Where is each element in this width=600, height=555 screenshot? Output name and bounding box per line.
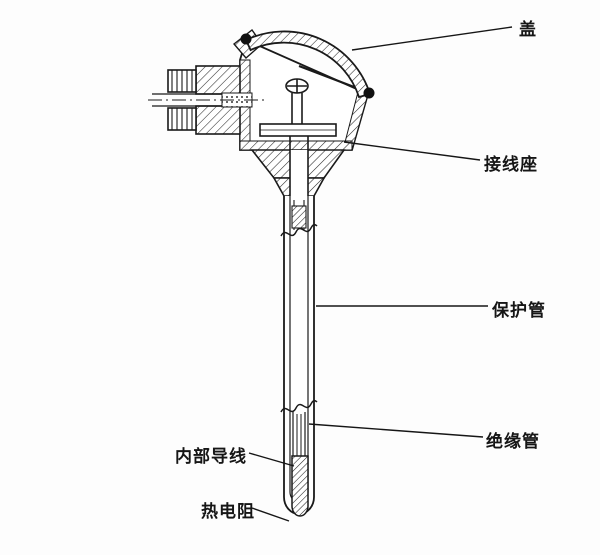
leader-lines (248, 26, 513, 522)
leader-internal-leads (248, 452, 295, 467)
cap-pivot-right (363, 87, 375, 99)
label-protection-tube: 保护管 (492, 301, 546, 320)
thread-teeth (171, 70, 193, 130)
lead-wires (296, 414, 302, 456)
label-internal-leads: 内部导线 (175, 447, 247, 466)
leader-terminal-block (343, 141, 481, 161)
terminal-plate (259, 123, 337, 137)
label-terminal-block: 接线座 (484, 155, 538, 174)
head-housing (232, 28, 370, 151)
threaded-fitting (148, 65, 266, 135)
label-thermal-resistor: 热电阻 (201, 502, 255, 521)
label-insulation-tube: 绝缘管 (486, 432, 540, 451)
leader-insulation-tube (308, 423, 484, 438)
sensing-element (291, 455, 309, 517)
leader-thermal-resistor (251, 507, 290, 522)
screw (285, 78, 309, 124)
lid-strut (298, 64, 363, 92)
label-cover: 盖 (519, 20, 537, 39)
break-marks (280, 223, 318, 413)
cap-dome (240, 30, 375, 99)
leader-cover (351, 26, 513, 51)
cap-pivot-left (240, 33, 252, 45)
insulation-tube (292, 412, 306, 456)
neck (250, 136, 346, 200)
